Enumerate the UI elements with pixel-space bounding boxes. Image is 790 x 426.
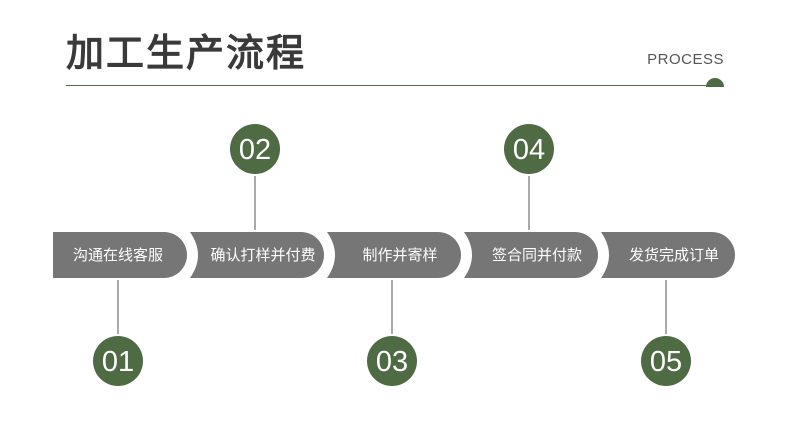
step-number-circle-03 xyxy=(367,336,417,386)
step-number-circle-02 xyxy=(230,124,280,174)
step-number-01: 01 xyxy=(102,346,134,378)
step-number-02: 02 xyxy=(239,134,271,166)
step-number-circle-05 xyxy=(641,336,691,386)
step-number-circle-01 xyxy=(93,336,143,386)
page-title: 加工生产流程 xyxy=(66,31,307,75)
page-subtitle: PROCESS xyxy=(647,51,724,68)
step-number-03: 03 xyxy=(376,346,408,378)
step-label-01: 沟通在线客服 xyxy=(73,246,163,264)
step-segment-02 xyxy=(190,232,324,278)
step-segment-03 xyxy=(327,232,461,278)
step-number-circle-04 xyxy=(504,124,554,174)
step-number-05: 05 xyxy=(650,346,682,378)
step-segment-01 xyxy=(53,232,187,278)
step-number-04: 04 xyxy=(513,134,545,166)
step-label-03: 制作并寄样 xyxy=(362,246,437,264)
step-segment-05 xyxy=(601,232,735,278)
step-label-05: 发货完成订单 xyxy=(629,246,719,264)
step-segment-04 xyxy=(464,232,598,278)
title-underline xyxy=(66,85,724,86)
underline-accent xyxy=(706,78,724,87)
step-label-04: 签合同并付款 xyxy=(492,246,582,264)
step-label-02: 确认打样并付费 xyxy=(210,246,315,264)
